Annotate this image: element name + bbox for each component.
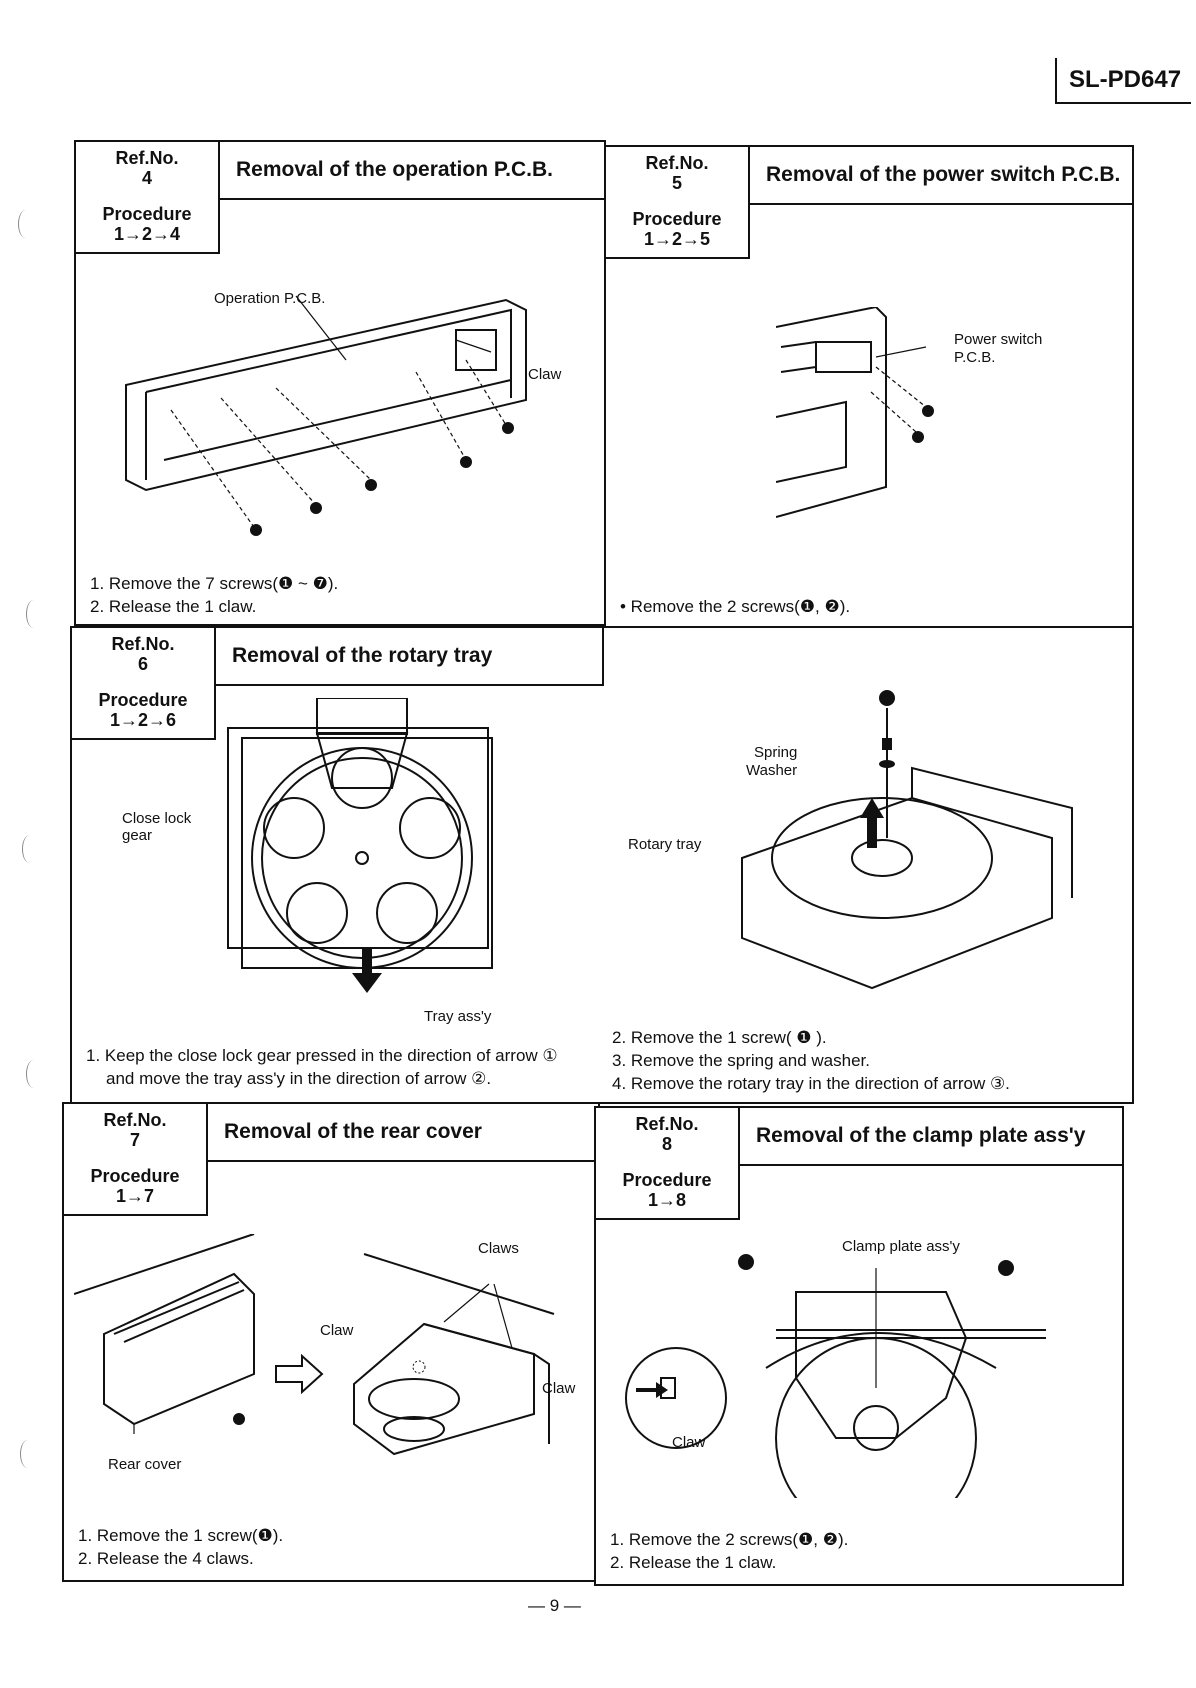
procedure-label: Procedure — [622, 1170, 712, 1190]
section-title: Removal of the clamp plate ass'y — [756, 1124, 1086, 1147]
ref-label: Ref.No. — [635, 1114, 699, 1134]
model-number: SL-PD647 — [1055, 58, 1191, 104]
steps: 1. Remove the 7 screws(❶ ~ ❼). 2. Releas… — [90, 572, 338, 618]
step: 2. Remove the 1 screw( ❶ ). — [612, 1028, 827, 1047]
section-ref7: Ref.No. 7 Removal of the rear cover Proc… — [62, 1102, 600, 1582]
binder-mark — [20, 1440, 35, 1468]
steps: 1. Keep the close lock gear pressed in t… — [86, 1044, 558, 1090]
binder-mark — [26, 1060, 41, 1088]
ref-number: 4 — [141, 168, 152, 188]
step: 1. Remove the 2 screws(❶, ❷). — [610, 1530, 849, 1549]
page-number: — 9 — — [528, 1596, 581, 1615]
ref-box: Ref.No. 8 — [596, 1108, 740, 1164]
clamp-plate-illustration — [625, 1254, 1046, 1498]
step: 2. Release the 1 claw. — [90, 597, 257, 616]
step: 3. Remove the spring and washer. — [612, 1051, 870, 1070]
procedure-sequence: 1→8 — [647, 1190, 687, 1210]
rear-claws-illustration — [353, 1253, 555, 1456]
label-pcb: P.C.B. — [954, 349, 996, 366]
section-title: Removal of the rotary tray — [232, 644, 493, 667]
binder-mark — [22, 835, 37, 863]
ref-number: 6 — [137, 654, 148, 674]
steps: 1. Remove the 2 screws(❶, ❷). 2. Release… — [610, 1528, 848, 1574]
label-washer: Washer — [746, 762, 798, 779]
section-header — [596, 1108, 1122, 1166]
step: and move the tray ass'y in the direction… — [106, 1069, 492, 1088]
ref-number: 8 — [661, 1134, 672, 1154]
section-header — [76, 142, 604, 200]
section-header — [72, 628, 604, 686]
label-claws: Claws — [478, 1240, 519, 1257]
section-header — [606, 147, 1132, 205]
ref-label: Ref.No. — [111, 634, 175, 654]
procedure-box: Procedure 1→7 — [64, 1160, 208, 1216]
label-operation-pcb: Operation P.C.B. — [214, 290, 326, 307]
procedure-sequence: 1→2→4 — [113, 224, 181, 244]
steps-right: 2. Remove the 1 screw( ❶ ). 3. Remove th… — [612, 1026, 1010, 1095]
procedure-sequence: 1→7 — [115, 1186, 155, 1206]
ref-number: 7 — [129, 1130, 140, 1150]
binder-mark — [26, 600, 41, 628]
ref-box: Ref.No. 4 — [76, 142, 220, 198]
step: 2. Release the 4 claws. — [78, 1549, 254, 1568]
steps: 1. Remove the 1 screw(❶). 2. Release the… — [78, 1524, 283, 1570]
section-ref8: Ref.No. 8 Removal of the clamp plate ass… — [594, 1106, 1124, 1586]
procedure-box: Procedure 1→2→5 — [606, 203, 750, 259]
procedure-box: Procedure 1→2→4 — [76, 198, 220, 254]
steps: • Remove the 2 screws(❶, ❷). — [620, 595, 850, 618]
step: 2. Release the 1 claw. — [610, 1553, 777, 1572]
operation-pcb-illustration — [125, 295, 527, 536]
arrow-right-icon — [275, 1354, 324, 1394]
rotary-tray-illustration — [741, 690, 1073, 990]
label-power-switch: Power switch — [954, 331, 1043, 348]
procedure-label: Procedure — [632, 209, 722, 229]
label-close-lock: Close lock — [122, 810, 192, 827]
power-switch-illustration — [776, 307, 934, 518]
procedure-label: Procedure — [102, 204, 192, 224]
ref-label: Ref.No. — [115, 148, 179, 168]
label-claw: Claw — [528, 366, 562, 383]
procedure-sequence: 1→2→6 — [109, 710, 177, 730]
label-claw-right: Claw — [542, 1380, 576, 1397]
section-ref5: Ref.No. 5 Removal of the power switch P.… — [604, 145, 1134, 631]
step: 1. Keep the close lock gear pressed in t… — [86, 1046, 558, 1065]
section-header — [64, 1104, 598, 1162]
section-title: Removal of the operation P.C.B. — [236, 158, 553, 181]
procedure-sequence: 1→2→5 — [643, 229, 711, 249]
label-gear: gear — [122, 827, 153, 844]
label-rotary-tray: Rotary tray — [628, 836, 702, 853]
section-ref6: Ref.No. 6 Removal of the rotary tray Pro… — [70, 626, 1134, 1104]
label-tray-assy: Tray ass'y — [424, 1008, 492, 1025]
ref-number: 5 — [671, 173, 682, 193]
procedure-box: Procedure 1→2→6 — [72, 684, 216, 740]
step: • Remove the 2 screws(❶, ❷). — [620, 597, 851, 616]
step: 4. Remove the rotary tray in the directi… — [612, 1074, 1010, 1093]
section-title: Removal of the power switch P.C.B. — [766, 163, 1121, 186]
label-rear-cover: Rear cover — [108, 1456, 182, 1473]
label-spring: Spring — [754, 744, 798, 761]
ref-box: Ref.No. 6 — [72, 628, 216, 684]
ref-box: Ref.No. 5 — [606, 147, 750, 203]
section-title: Removal of the rear cover — [224, 1120, 482, 1143]
procedure-box: Procedure 1→8 — [596, 1164, 740, 1220]
procedure-label: Procedure — [98, 690, 188, 710]
rear-cover-illustration — [74, 1234, 255, 1434]
ref-label: Ref.No. — [645, 153, 709, 173]
binder-mark — [18, 210, 33, 238]
procedure-label: Procedure — [90, 1166, 180, 1186]
ref-box: Ref.No. 7 — [64, 1104, 208, 1160]
label-claw: Claw — [672, 1434, 706, 1451]
label-claw-left: Claw — [320, 1322, 354, 1339]
ref-label: Ref.No. — [103, 1110, 167, 1130]
label-clamp-plate: Clamp plate ass'y — [842, 1238, 960, 1255]
section-ref4: Ref.No. 4 Removal of the operation P.C.B… — [74, 140, 606, 626]
tray-assy-illustration — [227, 698, 493, 993]
step: 1. Remove the 1 screw(❶). — [78, 1526, 284, 1545]
step: 1. Remove the 7 screws(❶ ~ ❼). — [90, 574, 339, 593]
